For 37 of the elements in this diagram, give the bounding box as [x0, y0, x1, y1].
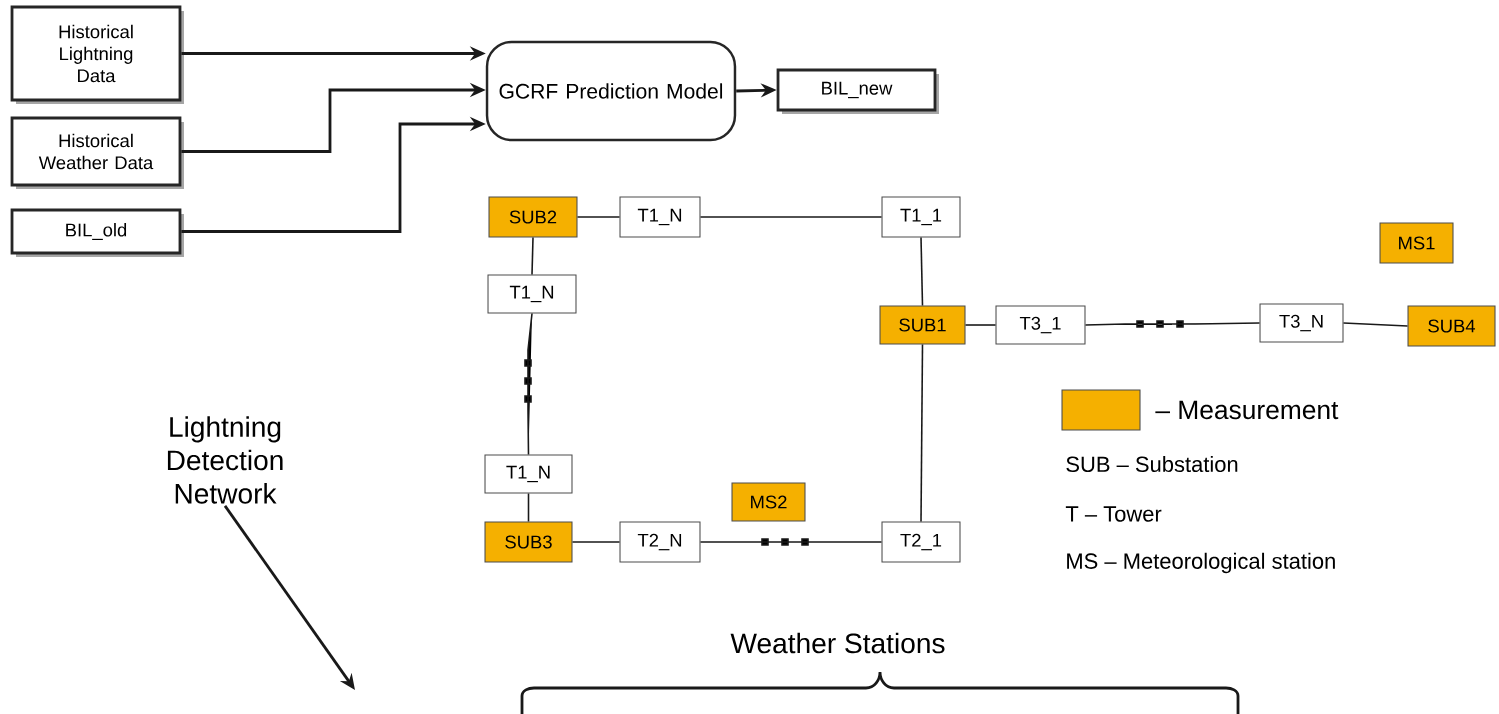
abbreviation-text: SUB – Substation: [1066, 455, 1238, 473]
connector-line: [1342, 322, 1409, 327]
connector-line: [920, 343, 924, 523]
input-box: BIL_old: [10, 208, 184, 257]
legend-text: – Measurement: [1155, 400, 1339, 420]
dotted-line: [699, 538, 883, 546]
dotted-line: [524, 312, 533, 456]
connector-line: [964, 324, 997, 326]
measurement-box: SUB4: [1407, 305, 1496, 347]
connector-line: [920, 236, 924, 307]
connector-line: [571, 541, 621, 543]
abbreviation-text: MS – Meteorological station: [1067, 552, 1335, 574]
tower-box: T2_1: [881, 521, 961, 563]
input-box: Historical Weather Data: [10, 116, 184, 189]
connector-line: [527, 492, 530, 523]
tower-box: T3_1: [995, 305, 1086, 345]
abbreviation-text: T – Tower: [1065, 506, 1162, 522]
connector-line: [531, 236, 534, 276]
dotted-line: [1084, 320, 1261, 328]
tower-box: T1_N: [619, 196, 701, 238]
measurement-box: SUB2: [488, 196, 578, 238]
model-box: GCRF Prediction Model: [485, 40, 737, 142]
connector-line: [576, 216, 621, 218]
tower-box: T2_N: [619, 521, 701, 563]
tower-box: T1_N: [484, 454, 573, 494]
measurement-box: SUB1: [879, 305, 966, 345]
connector-line: [699, 216, 883, 218]
measurement-box: SUB3: [484, 521, 573, 563]
brace-label: Weather Stations: [730, 632, 945, 654]
input-box: BIL_new: [776, 68, 939, 114]
input-box: Historical Lightning Data: [10, 5, 184, 104]
measurement-box: MS1: [1379, 222, 1454, 264]
network-label: Lightning Detection Network: [167, 416, 283, 504]
tower-box: T1_N: [487, 274, 577, 314]
tower-box: T3_N: [1259, 303, 1344, 343]
measurement-box: MS2: [731, 482, 806, 522]
tower-box: T1_1: [881, 196, 961, 238]
